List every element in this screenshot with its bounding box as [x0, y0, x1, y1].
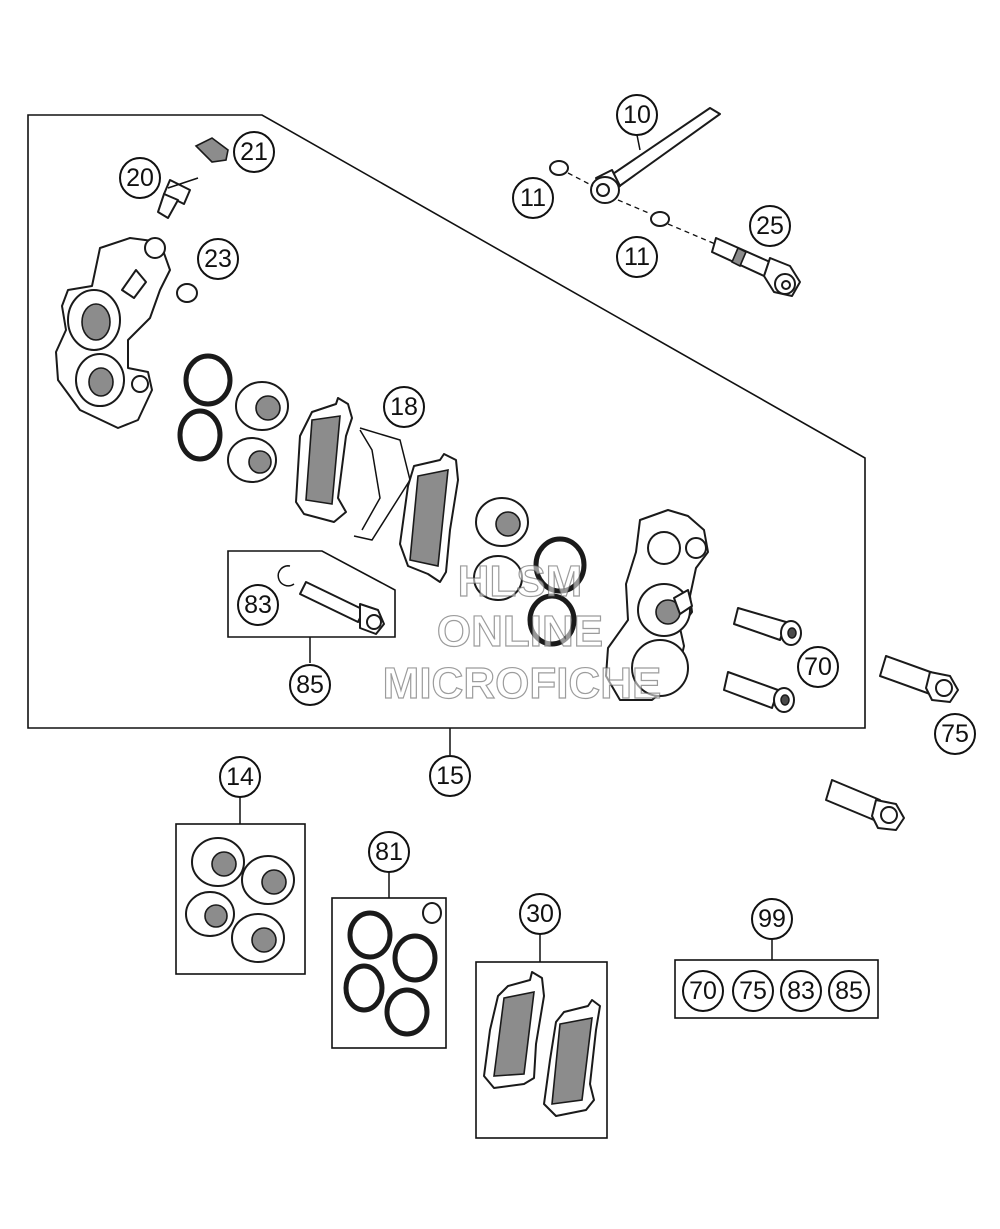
kit-callout-83[interactable]: 83: [780, 970, 822, 1012]
watermark: HLSM ONLINE MICROFICHE: [382, 556, 662, 708]
callout-21[interactable]: 21: [233, 131, 275, 173]
caliper-seals-right: [527, 536, 587, 647]
callout-75[interactable]: 75: [934, 713, 976, 755]
callout-14[interactable]: 14: [219, 756, 261, 798]
svg-text:14: 14: [226, 763, 254, 791]
caliper-half-right: [605, 509, 709, 701]
seal-ring-upper: [549, 160, 569, 176]
callout-99[interactable]: 99: [751, 898, 793, 940]
svg-text:10: 10: [623, 101, 651, 129]
callout-81[interactable]: 81: [368, 831, 410, 873]
callout-70[interactable]: 70: [797, 646, 839, 688]
callout-10[interactable]: 10: [616, 94, 658, 136]
svg-text:81: 81: [375, 838, 403, 866]
svg-text:11: 11: [624, 243, 650, 271]
bolt-75-upper: [879, 655, 959, 703]
kit-30-pads: [483, 971, 601, 1117]
bolt-75-lower: [825, 779, 905, 831]
svg-text:11: 11: [520, 184, 546, 212]
watermark-line-1: HLSM: [458, 557, 583, 606]
callout-18[interactable]: 18: [383, 386, 425, 428]
callout-11-upper[interactable]: 11: [512, 177, 554, 219]
o-ring-23: [176, 283, 198, 303]
kit-14-pistons: [185, 837, 295, 963]
callout-23[interactable]: 23: [197, 238, 239, 280]
kit-81-seals: [343, 902, 442, 1037]
subframe-85: [227, 550, 396, 638]
svg-text:83: 83: [787, 977, 815, 1005]
watermark-line-2: ONLINE: [437, 607, 603, 656]
bolt-70-upper: [733, 607, 802, 646]
retaining-clip: [277, 565, 295, 587]
piston-upper-right: [475, 497, 529, 547]
piston-lower-left: [227, 437, 277, 483]
brake-line: [590, 107, 721, 204]
svg-text:70: 70: [804, 653, 832, 681]
watermark-line-3: MICROFICHE: [383, 659, 662, 708]
brake-pad-left: [295, 397, 353, 523]
svg-text:18: 18: [390, 393, 418, 421]
callout-83[interactable]: 83: [237, 584, 279, 626]
svg-text:15: 15: [436, 762, 464, 790]
leader-lines: [167, 134, 641, 189]
svg-text:75: 75: [739, 977, 767, 1005]
callout-20[interactable]: 20: [119, 157, 161, 199]
kit-box-99: [674, 959, 879, 1019]
callout-15[interactable]: 15: [429, 755, 471, 797]
kit-callout-85[interactable]: 85: [828, 970, 870, 1012]
svg-text:21: 21: [240, 138, 268, 166]
caliper-half-left: [55, 237, 171, 429]
kit-box-30: [475, 961, 608, 1139]
svg-text:70: 70: [689, 977, 717, 1005]
seal-ring-lower: [650, 211, 670, 227]
svg-text:99: 99: [758, 905, 786, 933]
svg-text:83: 83: [244, 591, 272, 619]
assembly-frame-15: [27, 114, 866, 729]
brake-pad-right: [399, 453, 459, 583]
banjo-bolt: [711, 237, 801, 297]
callout-30[interactable]: 30: [519, 893, 561, 935]
caliper-seals-left: [177, 353, 233, 462]
bolt-70-lower: [723, 671, 795, 713]
kit-callout-75[interactable]: 75: [732, 970, 774, 1012]
pad-spring: [353, 427, 411, 541]
piston-upper-left: [235, 381, 289, 431]
callout-85[interactable]: 85: [289, 664, 331, 706]
callout-11-lower[interactable]: 11: [616, 236, 658, 278]
svg-text:75: 75: [941, 720, 969, 748]
svg-text:25: 25: [756, 212, 784, 240]
axis-line-banjo: [567, 172, 721, 247]
pad-pin: [299, 581, 385, 635]
svg-text:85: 85: [835, 977, 863, 1005]
bleeder-cap: [194, 137, 229, 163]
svg-text:23: 23: [204, 245, 232, 273]
kit-callout-70[interactable]: 70: [682, 970, 724, 1012]
bleeder-valve: [157, 179, 191, 219]
svg-text:85: 85: [296, 671, 324, 699]
svg-text:30: 30: [526, 900, 554, 928]
piston-lower-right: [473, 555, 523, 601]
svg-text:20: 20: [126, 164, 154, 192]
callout-25[interactable]: 25: [749, 205, 791, 247]
